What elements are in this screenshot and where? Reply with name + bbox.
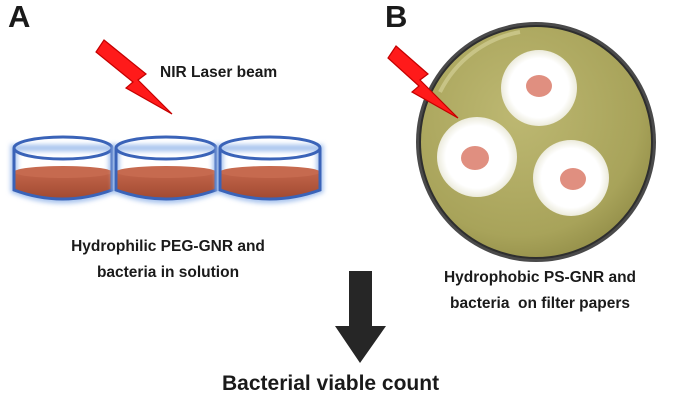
panel-label-b: B — [385, 0, 408, 34]
panel-a-caption: Hydrophilic PEG-GNR and bacteria in solu… — [18, 234, 318, 286]
laser-beam-label: NIR Laser beam — [160, 64, 278, 81]
petri-dish-middle — [112, 135, 220, 204]
panel-b-caption-line-2: bacteria on filter papers — [449, 295, 631, 312]
filter-paper-left — [437, 117, 517, 197]
panel-a-caption-line-2: bacteria in solution — [96, 264, 240, 281]
panel-b-caption-line-1: Hydrophobic PS-GNR and — [443, 269, 637, 286]
lightning-bolt-icon — [387, 45, 459, 119]
lightning-bolt-icon — [95, 39, 173, 115]
panel-b-caption: Hydrophobic PS-GNR and bacteria on filte… — [395, 265, 685, 317]
petri-dish-left — [10, 135, 116, 204]
result-label: Bacterial viable count — [222, 372, 440, 395]
petri-dish-right — [216, 135, 324, 204]
panel-a-caption-line-1: Hydrophilic PEG-GNR and — [71, 238, 265, 255]
dish-row — [10, 135, 324, 204]
filter-paper-top — [501, 50, 577, 126]
filter-paper-right — [533, 140, 609, 216]
panel-label-a: A — [8, 0, 31, 34]
down-arrow-icon — [335, 271, 386, 363]
